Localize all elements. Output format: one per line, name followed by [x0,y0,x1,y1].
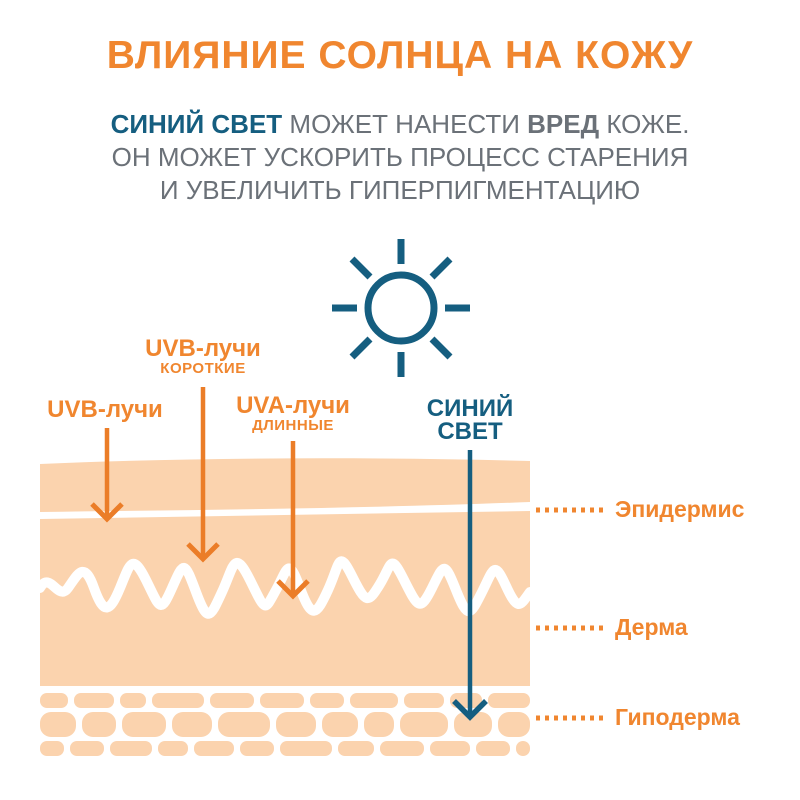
blue-light-arrow [452,450,488,721]
label-epidermis: Эпидермис [615,496,745,522]
uva-arrow [276,441,310,600]
hypodermis-layer [40,693,530,756]
subtitle-blue-light-term: СИНИЙ СВЕТ [110,109,283,139]
label-hypodermis: Гиподерма [615,704,740,730]
dermis-layer [35,511,535,686]
subtitle-line-1: СИНИЙ СВЕТ МОЖЕТ НАНЕСТИ ВРЕД КОЖЕ. [110,109,690,139]
label-uvb-short-rays: UVB-лучи КОРОТКИЕ [145,335,261,377]
sun-icon [332,239,470,377]
uvb-left-arrow [90,428,124,523]
epidermis-layer [40,458,530,512]
subtitle-line-2: ОН МОЖЕТ УСКОРИТЬ ПРОЦЕСС СТАРЕНИЯ [111,142,689,172]
label-blue-light: СИНИЙ СВЕТ [426,395,514,445]
subtitle-harm-term: ВРЕД [527,109,600,139]
uvb-short-arrow [186,387,220,563]
subtitle-text: СИНИЙ СВЕТ МОЖЕТ НАНЕСТИ ВРЕД КОЖЕ. ОН М… [0,108,800,207]
subtitle-line-3: И УВЕЛИЧИТЬ ГИПЕРПИГМЕНТАЦИЮ [159,175,641,205]
label-uvb-rays: UVB-лучи [47,396,163,423]
dermal-junction-wave [35,556,535,619]
label-dermis: Дерма [615,614,688,640]
page-title: ВЛИЯНИЕ СОЛНЦА НА КОЖУ [106,34,694,77]
label-uva-rays: UVA-лучи ДЛИННЫЕ [236,392,350,434]
